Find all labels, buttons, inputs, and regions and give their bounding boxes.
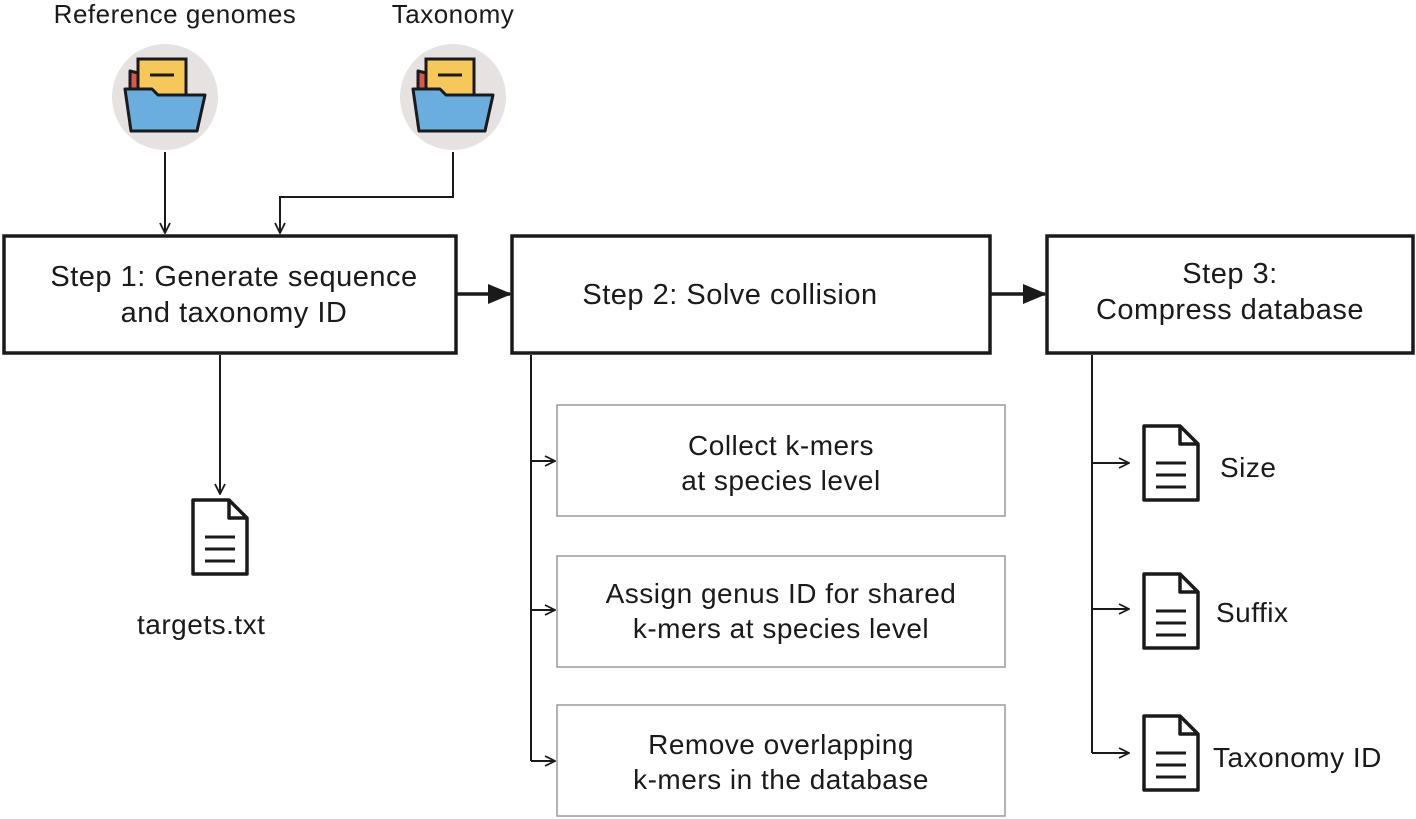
substep2-line2: k-mers at species level: [632, 613, 930, 644]
substep1-line2: at species level: [681, 465, 881, 496]
step3-line2: Compress database: [1095, 294, 1365, 326]
substep1-line1: Collect k-mers: [688, 430, 874, 461]
substep2-line1: Assign genus ID for shared: [605, 578, 957, 609]
step1-line2: and taxonomy ID: [120, 297, 348, 329]
substep3-line2: k-mers in the database: [633, 764, 929, 795]
substep2-label: Assign genus ID for shared k-mers at spe…: [557, 576, 1005, 646]
substep2-box: [556, 555, 1006, 668]
step1-label: Step 1: Generate sequence and taxonomy I…: [4, 259, 464, 331]
step2-label: Step 2: Solve collision: [582, 279, 878, 311]
step2-box: [510, 234, 992, 355]
taxonomy-id-label: Taxonomy ID: [1213, 742, 1382, 773]
step1-box: [2, 234, 458, 355]
size-label: Size: [1220, 452, 1277, 483]
suffix-document-icon: [1142, 572, 1200, 650]
taxonomy-folder-icon: [398, 42, 508, 152]
reference-genomes-folder-icon: [110, 42, 220, 152]
step3-box: [1045, 234, 1415, 355]
taxonomy-label: Taxonomy: [391, 0, 515, 29]
substep1-box: [556, 404, 1006, 517]
taxonomy-to-step1-arrow: [280, 152, 454, 233]
substep1-label: Collect k-mers at species level: [557, 428, 1005, 498]
substep3-line1: Remove overlapping: [648, 729, 914, 760]
size-document-icon: [1142, 424, 1200, 502]
suffix-label: Suffix: [1216, 597, 1289, 628]
targets-document-icon: [191, 498, 249, 576]
targets-label: targets.txt: [137, 609, 266, 640]
reference-genomes-label: Reference genomes: [53, 0, 297, 29]
step3-label: Step 3: Compress database: [1047, 256, 1413, 328]
step1-line1: Step 1: Generate sequence: [50, 261, 418, 293]
substep3-label: Remove overlapping k-mers in the databas…: [557, 727, 1005, 797]
taxonomy-id-document-icon: [1142, 714, 1200, 792]
step3-line1: Step 3:: [1182, 258, 1278, 290]
substep3-box: [556, 704, 1006, 817]
